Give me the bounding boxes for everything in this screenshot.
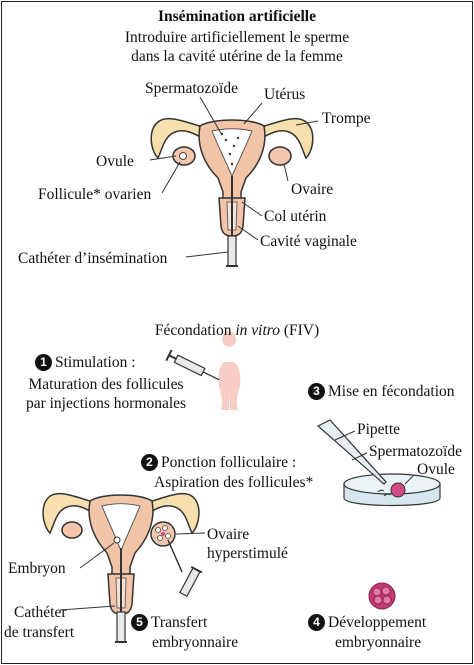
embryo-dot bbox=[113, 536, 121, 544]
label-uterus: Utérus bbox=[264, 86, 306, 103]
label-embryon: Embryon bbox=[8, 560, 66, 577]
label-col-uterin: Col utérin bbox=[264, 208, 327, 225]
step-2-number: 2 bbox=[141, 454, 158, 471]
top-subtitle-line1: Introduire artificiellement le sperme bbox=[124, 29, 350, 46]
step-5-line1: embryonnaire bbox=[152, 634, 239, 651]
fertilization-illustration bbox=[316, 419, 441, 507]
right-fallopian-tube bbox=[257, 117, 314, 160]
embryo-cell bbox=[368, 582, 396, 610]
step-4-title: Développement bbox=[328, 614, 427, 631]
pipette bbox=[316, 419, 387, 485]
step-1-line2: par injections hormonales bbox=[25, 395, 187, 412]
aspiration-needle bbox=[167, 539, 183, 573]
bottom-left-tube bbox=[42, 492, 97, 535]
woman-silhouette bbox=[218, 331, 241, 410]
catheter-syringe bbox=[227, 235, 237, 267]
right-ovary bbox=[268, 146, 292, 166]
top-title: Insémination artificielle bbox=[158, 8, 316, 25]
step-1-number: 1 bbox=[35, 354, 52, 371]
bottom-leader-lines bbox=[59, 532, 206, 611]
embryo-blastomeres bbox=[372, 586, 392, 605]
label-catheter-line2: de transfert bbox=[4, 624, 75, 641]
fiv-title-prefix: Fécondation bbox=[154, 322, 236, 339]
step-1-line1: Maturation des follicules bbox=[28, 376, 184, 393]
label-ovaire-line1: Ovaire bbox=[207, 526, 250, 543]
ovule-cell bbox=[390, 482, 406, 498]
step-5-title: Transfert bbox=[151, 614, 208, 631]
embryo-illustration bbox=[368, 582, 396, 610]
ovary-follicles bbox=[155, 525, 171, 541]
top-leader-lines bbox=[149, 96, 319, 258]
left-fallopian-tube bbox=[150, 117, 207, 160]
step-4-number: 4 bbox=[308, 614, 325, 631]
fiv-title: Fécondation in vitro (FIV) bbox=[155, 322, 319, 339]
fiv-title-suffix: (FIV) bbox=[279, 322, 320, 339]
transfer-syringe bbox=[116, 611, 126, 643]
label-ovaire: Ovaire bbox=[291, 181, 334, 198]
aspiration-syringe bbox=[179, 565, 203, 598]
label-pipette: Pipette bbox=[357, 421, 401, 438]
dish-sperm bbox=[377, 489, 391, 497]
step-1-title: Stimulation : bbox=[55, 354, 136, 371]
label-catheter-line1: Cathéter bbox=[14, 604, 67, 621]
bottom-uterus-diagram bbox=[42, 492, 206, 643]
label-catheter-insemination: Cathéter d’insémination bbox=[18, 250, 168, 267]
left-follicle bbox=[179, 152, 187, 160]
ovary-follicle-marked bbox=[161, 532, 165, 536]
step-4-line1: embryonnaire bbox=[335, 634, 422, 651]
fertilization-leader-lines bbox=[334, 430, 414, 485]
label-spermatozoide-fiv: Spermatozoïde bbox=[369, 443, 462, 460]
step-2-title: Ponction folliculaire : bbox=[161, 454, 297, 471]
label-ovule-fiv: Ovule bbox=[417, 461, 455, 478]
label-spermatozoide: Spermatozoïde bbox=[145, 80, 238, 97]
step-2-line1: Aspiration des follicules* bbox=[154, 474, 314, 491]
top-subtitle-line2: dans la cavité utérine de la femme bbox=[131, 48, 343, 65]
top-uterine-cavity bbox=[211, 128, 253, 178]
step-3-number: 3 bbox=[308, 383, 325, 400]
bottom-uterine-cavity bbox=[101, 503, 141, 553]
step-3-title: Mise en fécondation bbox=[328, 383, 455, 400]
label-trompe: Trompe bbox=[322, 110, 371, 127]
stimulation-syringe bbox=[165, 349, 220, 381]
label-ovaire-line2: hyperstimulé bbox=[207, 545, 288, 562]
label-cavite-vaginale: Cavité vaginale bbox=[260, 233, 357, 250]
bottom-left-ovary bbox=[61, 521, 83, 539]
top-uterus-diagram bbox=[149, 96, 319, 267]
label-follicule: Follicule* ovarien bbox=[38, 186, 152, 203]
label-ovule: Ovule bbox=[96, 153, 134, 170]
fiv-title-italic: in vitro bbox=[235, 322, 280, 339]
stimulation-illustration bbox=[165, 331, 241, 410]
step-5-number: 5 bbox=[131, 614, 148, 631]
